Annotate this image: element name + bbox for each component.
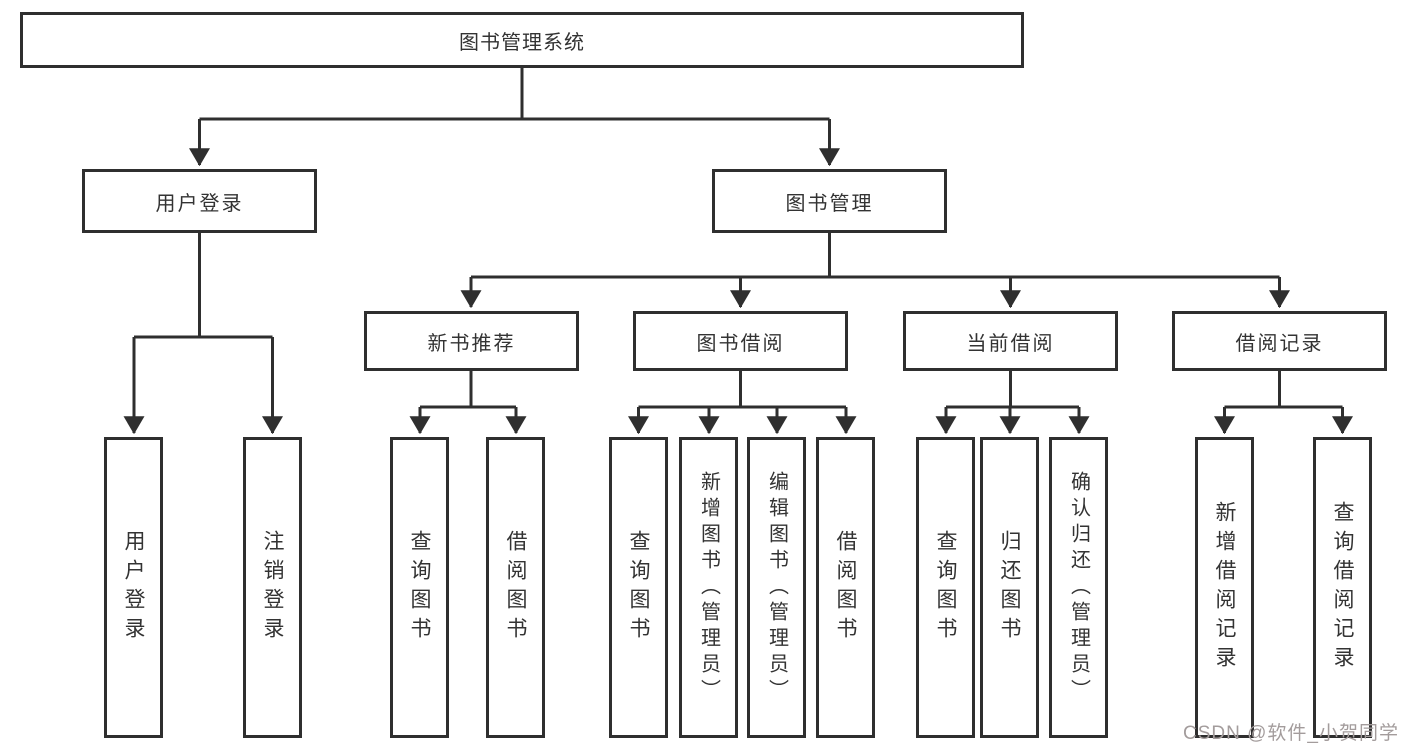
leaf-query-borrow-record-label: 查询借阅记录 <box>1331 500 1354 675</box>
leaf-add-borrow-record-label: 新增借阅记录 <box>1213 500 1236 675</box>
node-user-login: 用户登录 <box>82 169 317 233</box>
leaf-edit-book-admin-label: 编辑图书（管理员） <box>765 470 788 705</box>
leaf-newbook-borrow-label: 借阅图书 <box>504 529 527 646</box>
node-library-system-label: 图书管理系统 <box>459 31 585 54</box>
leaf-borrow-query: 查询图书 <box>609 437 668 738</box>
leaf-borrow-book: 借阅图书 <box>816 437 875 738</box>
node-book-management-label: 图书管理 <box>785 192 874 215</box>
leaf-current-query-label: 查询图书 <box>934 529 957 646</box>
node-current-borrow-label: 当前借阅 <box>966 332 1055 355</box>
leaf-confirm-return-admin: 确认归还（管理员） <box>1049 437 1108 738</box>
node-new-book-recommend: 新书推荐 <box>364 311 579 371</box>
leaf-return-book-label: 归还图书 <box>998 529 1021 646</box>
node-book-borrow-label: 图书借阅 <box>696 332 785 355</box>
leaf-newbook-query: 查询图书 <box>390 437 449 738</box>
leaf-logout-label: 注销登录 <box>261 529 284 646</box>
leaf-newbook-borrow: 借阅图书 <box>486 437 545 738</box>
node-current-borrow: 当前借阅 <box>903 311 1118 371</box>
leaf-user-login: 用户登录 <box>104 437 163 738</box>
leaf-edit-book-admin: 编辑图书（管理员） <box>747 437 806 738</box>
csdn-watermark: CSDN @软件_小贺同学 <box>1183 723 1399 744</box>
node-new-book-recommend-label: 新书推荐 <box>427 332 516 355</box>
node-book-management: 图书管理 <box>712 169 947 233</box>
leaf-add-book-admin-label: 新增图书（管理员） <box>697 470 720 705</box>
leaf-query-borrow-record: 查询借阅记录 <box>1313 437 1372 738</box>
node-book-borrow: 图书借阅 <box>633 311 848 371</box>
leaf-logout: 注销登录 <box>243 437 302 738</box>
leaf-user-login-label: 用户登录 <box>122 529 145 646</box>
leaf-current-query: 查询图书 <box>916 437 975 738</box>
leaf-add-book-admin: 新增图书（管理员） <box>679 437 738 738</box>
leaf-return-book: 归还图书 <box>980 437 1039 738</box>
node-user-login-label: 用户登录 <box>155 192 244 215</box>
leaf-borrow-query-label: 查询图书 <box>627 529 650 646</box>
leaf-newbook-query-label: 查询图书 <box>408 529 431 646</box>
node-borrow-record-label: 借阅记录 <box>1235 332 1324 355</box>
node-library-system: 图书管理系统 <box>20 12 1024 68</box>
leaf-add-borrow-record: 新增借阅记录 <box>1195 437 1254 738</box>
leaf-confirm-return-admin-label: 确认归还（管理员） <box>1067 470 1090 705</box>
node-borrow-record: 借阅记录 <box>1172 311 1387 371</box>
leaf-borrow-book-label: 借阅图书 <box>834 529 857 646</box>
